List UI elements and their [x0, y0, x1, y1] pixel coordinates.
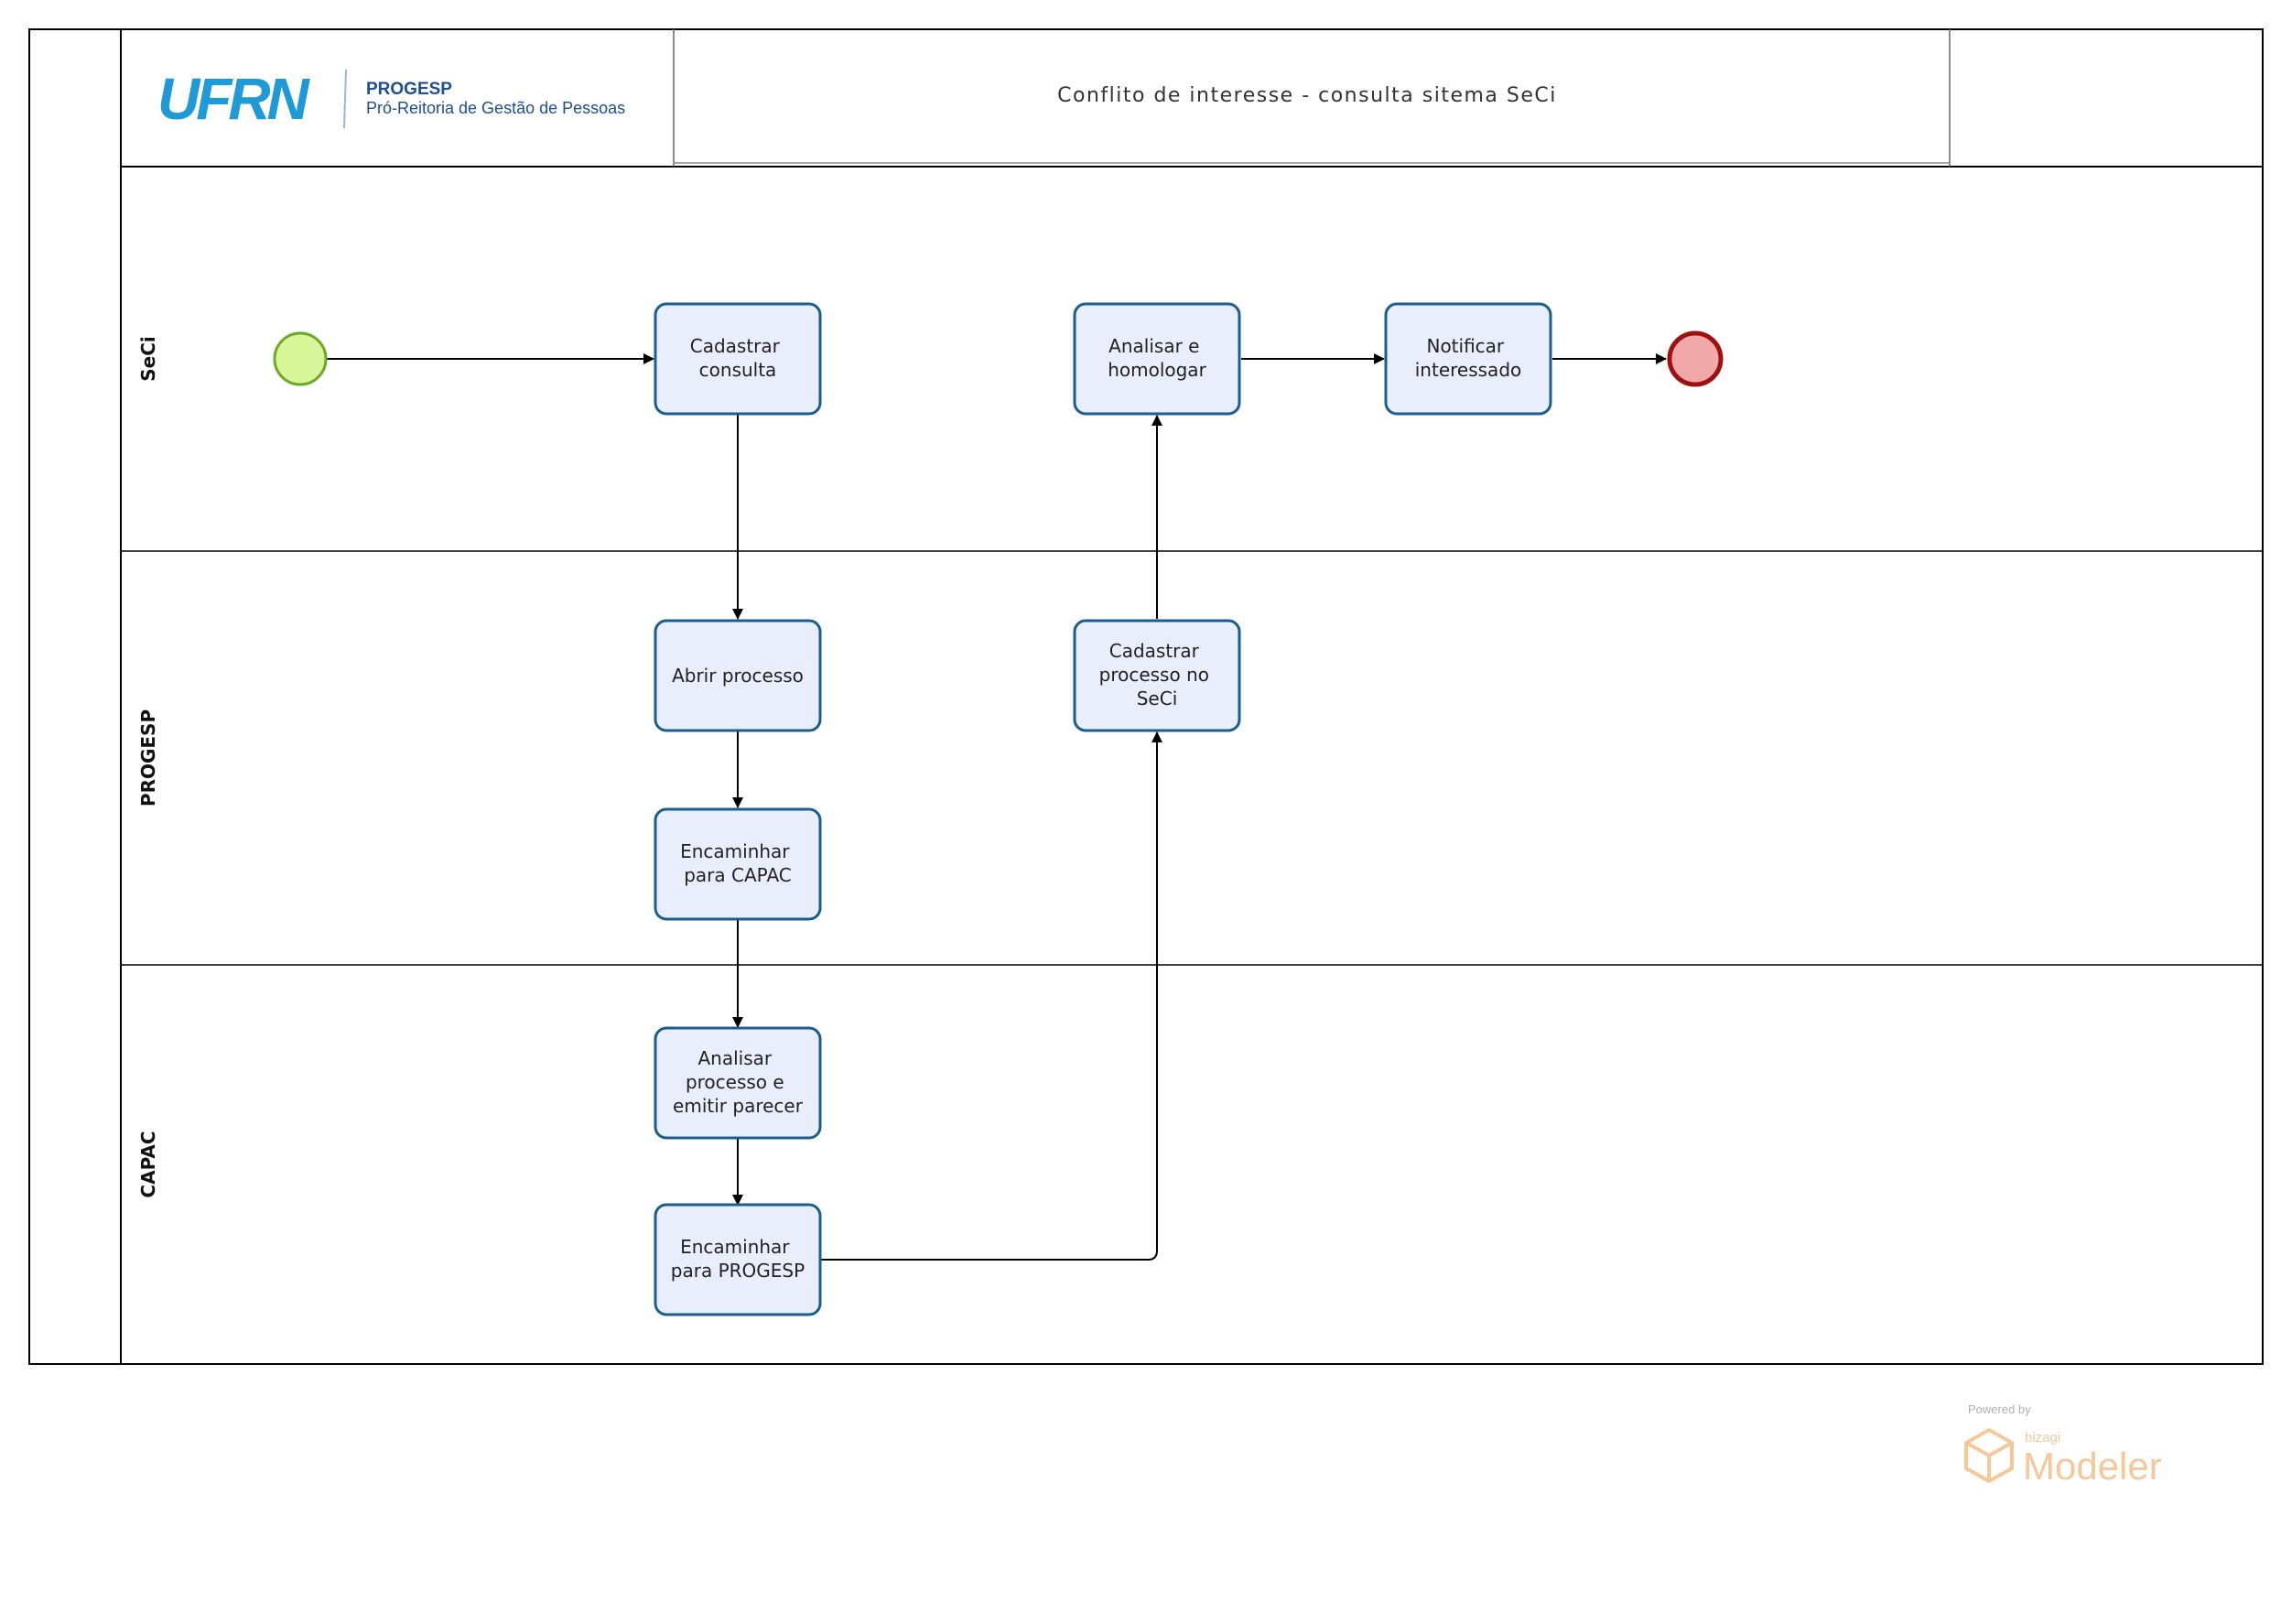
svg-text:Cadastrar processo no: Cadastrar processo no SeCi [1099, 640, 1216, 709]
svg-text:Encaminhar para CAPAC: Encaminhar para CAPAC [680, 840, 795, 886]
task-line: interessado [1415, 359, 1522, 381]
task-analisar-processo[interactable]: Analisar processo e emitir parecer [654, 1026, 822, 1140]
logo-org: PROGESP [366, 80, 452, 99]
bizagi-watermark: Powered by bizagi Modeler [1964, 1402, 2162, 1488]
lane-label-seci: SeCi [137, 336, 159, 382]
task-line: consulta [699, 359, 777, 381]
svg-text:Abrir processo: Abrir processo [672, 665, 804, 687]
svg-text:Notificar interessado: Notificar interessado [1415, 335, 1522, 381]
svg-text:Analisar processo e: Analisar processo e emitir parecer [673, 1047, 804, 1117]
watermark-brand: bizagi [2025, 1430, 2060, 1445]
ufrn-logo: UFRN PROGESP Pró-Reitoria de Gestão de P… [157, 66, 625, 132]
task-line: para CAPAC [684, 864, 792, 886]
task-cadastrar-processo-seci[interactable]: Cadastrar processo no SeCi [1073, 619, 1241, 732]
diagram-title: Conflito de interesse - consulta sitema … [1057, 84, 1557, 107]
flow-encaminhar-progesp-to-cadastrar-processo [820, 731, 1162, 1261]
task-line: Analisar [698, 1047, 773, 1069]
watermark-product: Modeler [2023, 1445, 2162, 1488]
bizagi-cube-icon [1964, 1427, 2014, 1484]
lane-label-capac: CAPAC [137, 1131, 159, 1197]
task-line: processo e [686, 1071, 784, 1093]
lane-label-progesp: PROGESP [137, 709, 159, 807]
task-line: homologar [1108, 359, 1206, 381]
task-analisar-homologar[interactable]: Analisar e homologar [1073, 302, 1241, 416]
task-abrir-processo[interactable]: Abrir processo [654, 619, 822, 732]
start-event[interactable] [273, 331, 328, 386]
task-line: Analisar e [1108, 335, 1199, 357]
task-line: processo no [1099, 664, 1209, 686]
task-line: Notificar [1426, 335, 1504, 357]
task-encaminhar-progesp[interactable]: Encaminhar para PROGESP [654, 1203, 822, 1316]
pool-border [28, 28, 2264, 1365]
task-line: SeCi [1137, 687, 1178, 709]
task-encaminhar-capac[interactable]: Encaminhar para CAPAC [654, 807, 822, 921]
task-line: Cadastrar [690, 335, 781, 357]
watermark-powered-by: Powered by [1968, 1402, 2031, 1416]
svg-text:Analisar e homologar: Analisar e homologar [1108, 335, 1206, 381]
svg-text:Cadastrar consulta: Cadastrar consulta [690, 335, 786, 381]
task-line: para PROGESP [671, 1260, 805, 1282]
svg-text:Encaminhar para PROGESP: Encaminhar para PROGESP [671, 1236, 805, 1282]
task-line: Abrir processo [672, 665, 804, 687]
task-line: emitir parecer [673, 1095, 804, 1117]
sequence-flows [327, 353, 1667, 1261]
logo-subtitle: Pró-Reitoria de Gestão de Pessoas [366, 99, 625, 117]
task-line: Encaminhar [680, 840, 790, 862]
logo-mark: UFRN [157, 66, 311, 132]
task-notificar-interessado[interactable]: Notificar interessado [1384, 302, 1552, 416]
task-line: Encaminhar [680, 1236, 790, 1258]
task-cadastrar-consulta[interactable]: Cadastrar consulta [654, 302, 822, 416]
task-line: Cadastrar [1109, 640, 1200, 662]
end-event[interactable] [1667, 330, 1724, 387]
